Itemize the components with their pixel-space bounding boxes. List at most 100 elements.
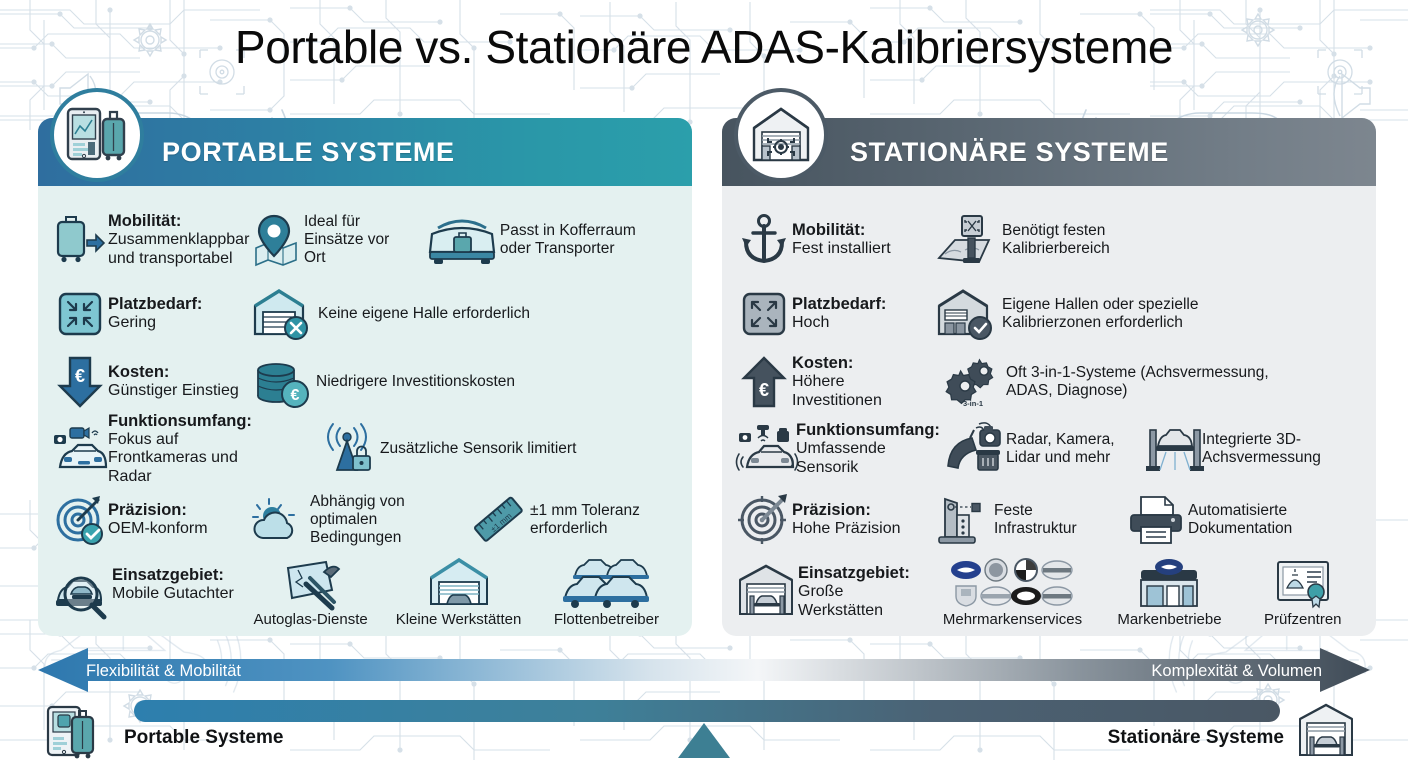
spectrum-left-label: Flexibilität & Mobilität (86, 662, 241, 680)
row-extra: ±1 mm ±1 mm Toleranz erforderlich (468, 494, 668, 546)
row-value: Hohe Präzision (792, 520, 901, 538)
map-pin-icon (248, 214, 304, 267)
antenna-lock-icon (320, 422, 380, 476)
stationary-row-platzbedarf: Platzbedarf: Hoch (736, 280, 1362, 348)
stationary-badge (734, 88, 828, 182)
row-label: Präzision: (792, 501, 871, 520)
anchor-icon (736, 214, 792, 266)
row-lead: Einsatzgebiet: Große Werkstätten (736, 558, 930, 620)
suitcase-arrow-icon (52, 214, 108, 266)
row-lead: € Kosten: Günstiger Einstieg (52, 356, 248, 408)
row-label: Einsatzgebiet: (798, 564, 910, 582)
row-value: Höhere Investitionen (792, 373, 882, 409)
row-text: Platzbedarf: Gering (108, 295, 202, 333)
panel-portable-systems: PORTABLE SYSTEME (38, 88, 692, 636)
row-extra-text: Automatisierte Dokumentation (1188, 502, 1293, 537)
small-garage-icon (429, 557, 489, 610)
row-value: Fest installiert (792, 240, 891, 258)
row-text: Platzbedarf: Hoch (792, 295, 886, 333)
row-label: Funktionsumfang: (796, 420, 940, 439)
car-trunk-suitcase-icon (424, 214, 500, 266)
svg-text:3-in-1: 3-in-1 (963, 399, 983, 408)
chip-label: Mehrmarkenservices (942, 611, 1083, 628)
fixed-infrastructure-icon (932, 495, 994, 545)
portable-row-mobilitaet: Mobilität: Zusammenklappbar und transpor… (52, 200, 678, 280)
portable-chip: Kleine Werkstätten (382, 557, 535, 629)
row-value: OEM-konform (108, 520, 208, 538)
row-extra: 3-in-1 Oft 3-in-1-Systeme (Achsvermessun… (942, 356, 1306, 408)
row-lead: Mobilität: Fest installiert (736, 214, 932, 266)
row-extra-text: Integrierte 3D-Achsvermessung (1202, 431, 1321, 466)
gears-3in1-icon: 3-in-1 (942, 356, 1006, 408)
dealership-icon (1135, 558, 1203, 610)
stationary-row-kosten: € Kosten: Höhere Investitionen (736, 348, 1362, 416)
row-label: Kosten: (108, 363, 170, 382)
printer-icon (1124, 495, 1188, 545)
chip-label: Autoglas-Dienste (253, 611, 368, 628)
panel-stationary-systems: STATIONÄRE SYSTEME (722, 88, 1376, 636)
big-garage-lift-icon (736, 564, 798, 620)
chip-label: Flottenbetreiber (553, 611, 659, 628)
portable-header-title: PORTABLE SYSTEME (162, 136, 455, 167)
spectrum-right-label: Komplexität & Volumen (1151, 662, 1322, 680)
portable-rows: Mobilität: Zusammenklappbar und transpor… (38, 186, 692, 658)
row-text: Kosten: Höhere Investitionen (792, 354, 932, 410)
row-extra-text: Niedrigere Investitionskosten (316, 373, 516, 391)
row-label: Platzbedarf: (108, 295, 203, 314)
row-lead: Platzbedarf: Hoch (736, 290, 932, 338)
row-text: Mobilität: Zusammenklappbar und transpor… (108, 212, 249, 268)
euro-arrow-down-icon: € (52, 356, 108, 408)
row-text: Einsatzgebiet: Große Werkstätten (798, 564, 930, 620)
car-camera-radar-icon (52, 423, 108, 475)
coins-euro-icon: € (248, 356, 316, 408)
row-text: Einsatzgebiet: Mobile Gutachter (112, 566, 234, 604)
tablet-suitcase-icon (66, 107, 126, 161)
certificate-icon (1274, 558, 1332, 610)
row-text: Präzision: OEM-konform (108, 501, 208, 539)
row-extra-text: Zusätzliche Sensorik limitiert (380, 440, 577, 458)
row-text: Funktionsumfang: Fokus auf Frontkameras … (108, 412, 252, 487)
row-value: Günstiger Einstieg (108, 382, 239, 400)
chip-label: Markenbetriebe (1117, 611, 1222, 628)
warehouse-check-icon (932, 288, 1002, 340)
row-text: Präzision: Hohe Präzision (792, 501, 901, 539)
row-lead: Funktionsumfang: Fokus auf Frontkameras … (52, 412, 252, 487)
portable-row-platzbedarf: Platzbedarf: Gering Keine eigene Halle e… (52, 280, 678, 348)
svg-text:€: € (75, 366, 85, 386)
row-lead: Platzbedarf: Gering (52, 290, 248, 338)
stationary-row-mobilitaet: Mobilität: Fest installiert (736, 200, 1362, 280)
row-extra-text: Ideal für Einsätze vor Ort (304, 213, 390, 266)
row-extra: Radar, Kamera, Lidar und mehr (944, 422, 1140, 474)
row-lead: Funktionsumfang: Umfassende Sensorik (735, 421, 944, 477)
stationary-row-funktionsumfang: Funktionsumfang: Umfassende Sensorik (735, 416, 1362, 482)
stationary-chip: Prüfzentren (1244, 558, 1362, 629)
row-extra: Benötigt festen Kalibrierbereich (932, 214, 1182, 266)
car-magnifier-icon (52, 566, 112, 622)
row-lead: Mobilität: Zusammenklappbar und transpor… (52, 212, 249, 268)
row-lead: € Kosten: Höhere Investitionen (736, 354, 932, 410)
svg-text:€: € (759, 380, 769, 400)
chip-label: Kleine Werkstätten (395, 611, 522, 628)
row-extra: Keine eigene Halle erforderlich (248, 288, 530, 340)
row-extra-text: ±1 mm Toleranz erforderlich (530, 502, 640, 537)
seesaw-beam (134, 700, 1280, 722)
row-label: Einsatzgebiet: (112, 566, 224, 584)
spectrum-section: Flexibilität & Mobilität Komplexität & V… (0, 645, 1408, 768)
row-extra: Ideal für Einsätze vor Ort (248, 213, 424, 267)
stationary-chip: Mehrmarkenservices (930, 558, 1096, 629)
page-title: Portable vs. Stationäre ADAS-Kalibriersy… (234, 21, 1174, 73)
row-extra-text: Benötigt festen Kalibrierbereich (1002, 222, 1110, 257)
triangle-fulcrum-icon (678, 723, 730, 758)
row-extra-text: Oft 3-in-1-Systeme (Achsvermessung, ADAS… (1006, 364, 1269, 399)
portable-badge (50, 88, 144, 182)
spectrum-left-icon (46, 705, 95, 759)
spectrum-right-name: Stationäre Systeme (1108, 727, 1284, 748)
expand-arrows-icon (736, 290, 792, 338)
row-extra-text: Radar, Kamera, Lidar und mehr (1006, 431, 1115, 466)
row-label: Mobilität: (108, 211, 182, 230)
garage-target-icon (752, 107, 810, 162)
row-label: Präzision: (108, 501, 187, 520)
row-value: Mobile Gutachter (112, 585, 234, 603)
row-value: Gering (108, 314, 157, 332)
row-text: Funktionsumfang: Umfassende Sensorik (796, 421, 944, 477)
